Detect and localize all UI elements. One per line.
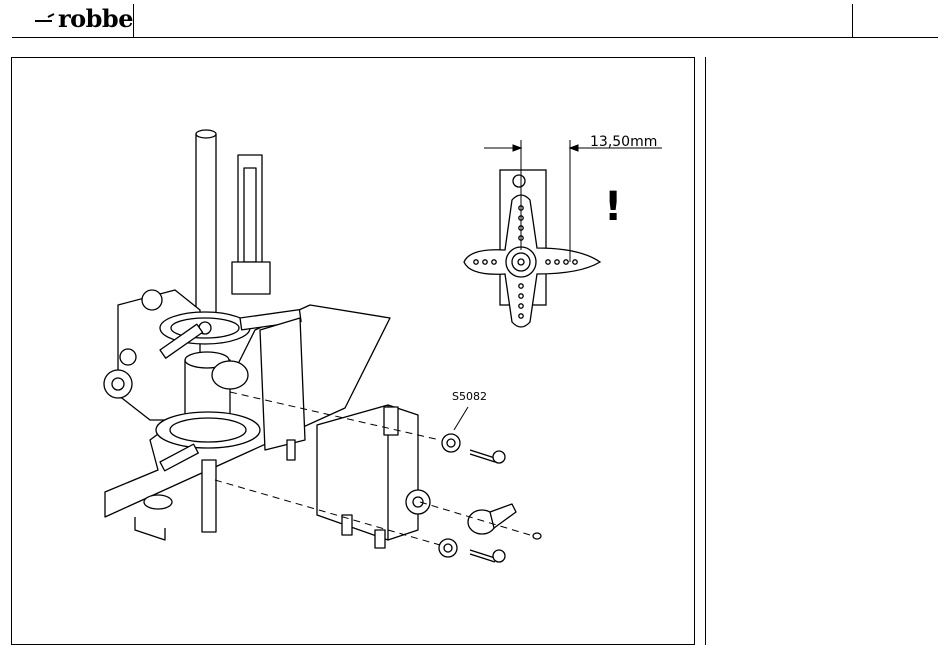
servo (317, 405, 418, 540)
warning-icon: ! (604, 184, 622, 230)
plate-hole (144, 495, 172, 509)
part-leader (454, 407, 468, 430)
dimension-label: 13,50mm (590, 134, 657, 150)
mounting-screw-bottom (470, 550, 495, 562)
part-number-label: S5082 (452, 390, 487, 403)
servo-horn-detail (464, 170, 600, 327)
main-shaft (196, 134, 216, 334)
mounting-screw-top (470, 450, 495, 462)
installed-servo (260, 318, 305, 450)
